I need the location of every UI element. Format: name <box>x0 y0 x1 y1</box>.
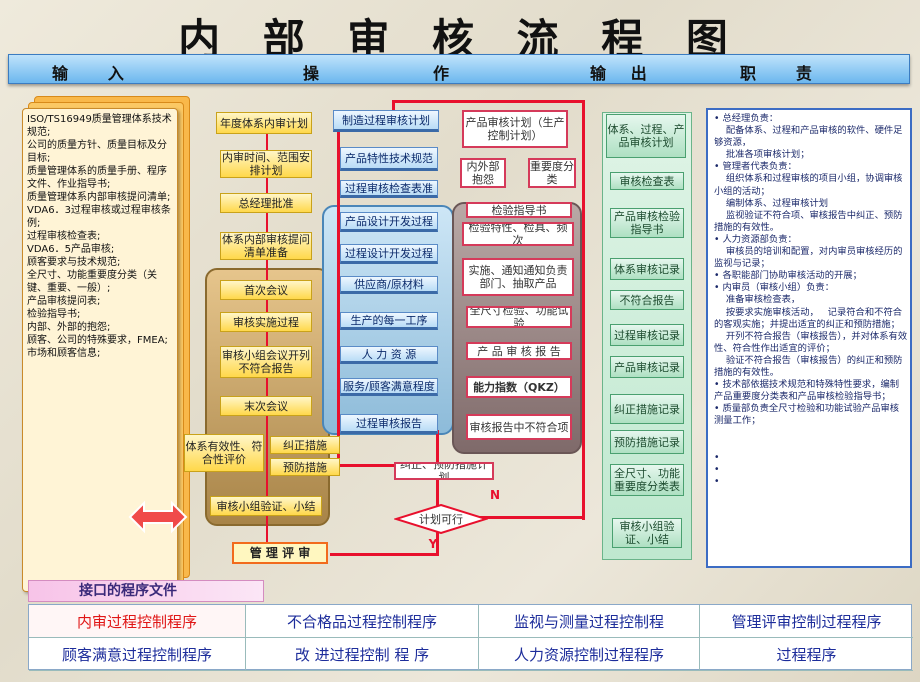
output-checklist: 审核检查表 <box>610 172 684 190</box>
interface-title: 接口的程序文件 <box>28 580 264 602</box>
flow-line-col2 <box>337 118 340 466</box>
gm-approval: 总经理批准 <box>220 193 312 213</box>
product-audit-report: 产 品 审 核 报 告 <box>466 342 572 360</box>
input-text: ISO/TS16949质量管理体系技术规范; 公司的质量方针、质量目标及分目标;… <box>27 114 172 359</box>
inspection-characteristics: 检验特性、检具、频次 <box>462 222 574 246</box>
decision-diamond <box>394 504 488 534</box>
capability-index: 能力指数（QKZ） <box>466 376 572 398</box>
product-design-process: 产品设计开发过程 <box>340 212 438 232</box>
supplier-material: 供应商/原材料 <box>340 276 438 294</box>
header-duty: 职 责 <box>740 64 814 83</box>
output-audit-plans: 体系、过程、产品审核计划 <box>606 114 686 158</box>
interface-cell[interactable]: 改 进过程控制 程 序 <box>246 638 479 671</box>
header-operation-1: 操 <box>303 64 322 83</box>
process-checklist: 过程审核检查表准 <box>340 180 438 198</box>
interface-cell[interactable]: 监视与测量过程控制程 <box>479 605 700 638</box>
notify-and-sample: 实施、通知通知负责部门、抽取产品 <box>462 258 574 296</box>
flow-line <box>436 480 439 506</box>
output-preventive-records: 预防措施记录 <box>610 430 684 454</box>
interface-cell[interactable]: 顾客满意过程控制程序 <box>29 638 246 671</box>
process-audit-report: 过程审核报告 <box>340 414 438 434</box>
team-meeting: 审核小组会议开列不符合报告 <box>220 346 312 378</box>
corrective-action: 纠正措施 <box>270 436 340 454</box>
duties-text: • 总经理负责： 配备体系、过程和产品审核的软件、硬件足够资源， 批准各项审核计… <box>714 113 908 487</box>
flow-line <box>436 430 439 466</box>
annual-audit-plan: 年度体系内审计划 <box>216 112 312 134</box>
human-resources: 人 力 资 源 <box>340 346 438 364</box>
importance-classification: 重要度分类 <box>528 158 576 188</box>
opening-meeting: 首次会议 <box>220 280 312 300</box>
flow-line-top <box>392 100 584 103</box>
each-operation: 生产的每一工序 <box>340 312 438 330</box>
interface-cell[interactable]: 过程程序 <box>700 638 913 671</box>
complaints: 内外部抱怨 <box>460 158 506 188</box>
output-team-summary: 审核小组验证、小结 <box>612 518 682 548</box>
flow-line-return <box>464 516 585 519</box>
audit-implementation: 审核实施过程 <box>220 312 312 332</box>
double-arrow-icon <box>128 500 188 534</box>
output-process-records: 过程审核记录 <box>610 324 684 346</box>
product-audit-plan: 产品审核计划（生产控制计划） <box>462 110 568 148</box>
inspection-instruction: 检验指导书 <box>466 202 572 218</box>
flow-line <box>337 464 437 467</box>
interface-cell[interactable]: 管理评审控制过程程序 <box>700 605 913 638</box>
interface-cell[interactable]: 不合格品过程控制程序 <box>246 605 479 638</box>
output-inspection-instruction: 产品审核检验指导书 <box>610 208 684 238</box>
manufacturing-audit-plan: 制造过程审核计划 <box>333 110 439 132</box>
effectiveness-evaluation: 体系有效性、符合性评价 <box>184 434 264 472</box>
output-system-records: 体系审核记录 <box>610 258 684 280</box>
product-spec: 产品特性技术规范 <box>340 147 438 171</box>
interface-table: 内审过程控制程序 不合格品过程控制程序 监视与测量过程控制程 管理评审控制过程程… <box>28 604 913 671</box>
output-product-records: 产品审核记录 <box>610 356 684 378</box>
header-input: 输 入 <box>52 64 126 83</box>
flow-line <box>436 530 439 554</box>
header-output: 输 出 <box>590 64 649 83</box>
header-operation-2: 作 <box>433 64 452 83</box>
output-classification-table: 全尺寸、功能重要度分类表 <box>610 464 684 496</box>
decision-no-label: N <box>489 488 501 502</box>
header-bar <box>8 54 910 84</box>
preventive-action: 预防措施 <box>270 458 340 476</box>
management-review: 管 理 评 审 <box>232 542 328 564</box>
decision-label: 计划可行 <box>419 512 463 526</box>
flow-line-to-review <box>330 553 439 556</box>
flow-line-right <box>582 100 585 520</box>
team-verification: 审核小组验证、小结 <box>210 496 322 516</box>
checklist-prep: 体系内部审核提问清单准备 <box>220 232 312 260</box>
closing-meeting: 末次会议 <box>220 396 312 416</box>
interface-cell[interactable]: 内审过程控制程序 <box>29 605 246 638</box>
service-satisfaction: 服务/顾客满意程度 <box>340 378 438 396</box>
process-design-process: 过程设计开发过程 <box>340 244 438 264</box>
full-dimension-test: 全尺寸检验、功能试验 <box>466 306 572 328</box>
output-nonconformity-report: 不符合报告 <box>610 290 684 310</box>
nonconformity-items: 审核报告中不符合项 <box>466 414 572 440</box>
output-corrective-records: 纠正措施记录 <box>610 394 684 424</box>
decision-yes-label: Y <box>428 537 438 551</box>
duties-panel: • 总经理负责： 配备体系、过程和产品审核的软件、硬件足够资源， 批准各项审核计… <box>706 108 912 568</box>
interface-cell[interactable]: 人力资源控制过程程序 <box>479 638 700 671</box>
corrective-plan: 纠正、预防措施计划 <box>394 462 494 480</box>
audit-schedule: 内审时间、范围安排计划 <box>220 150 312 178</box>
flow-line-col1 <box>266 126 268 544</box>
